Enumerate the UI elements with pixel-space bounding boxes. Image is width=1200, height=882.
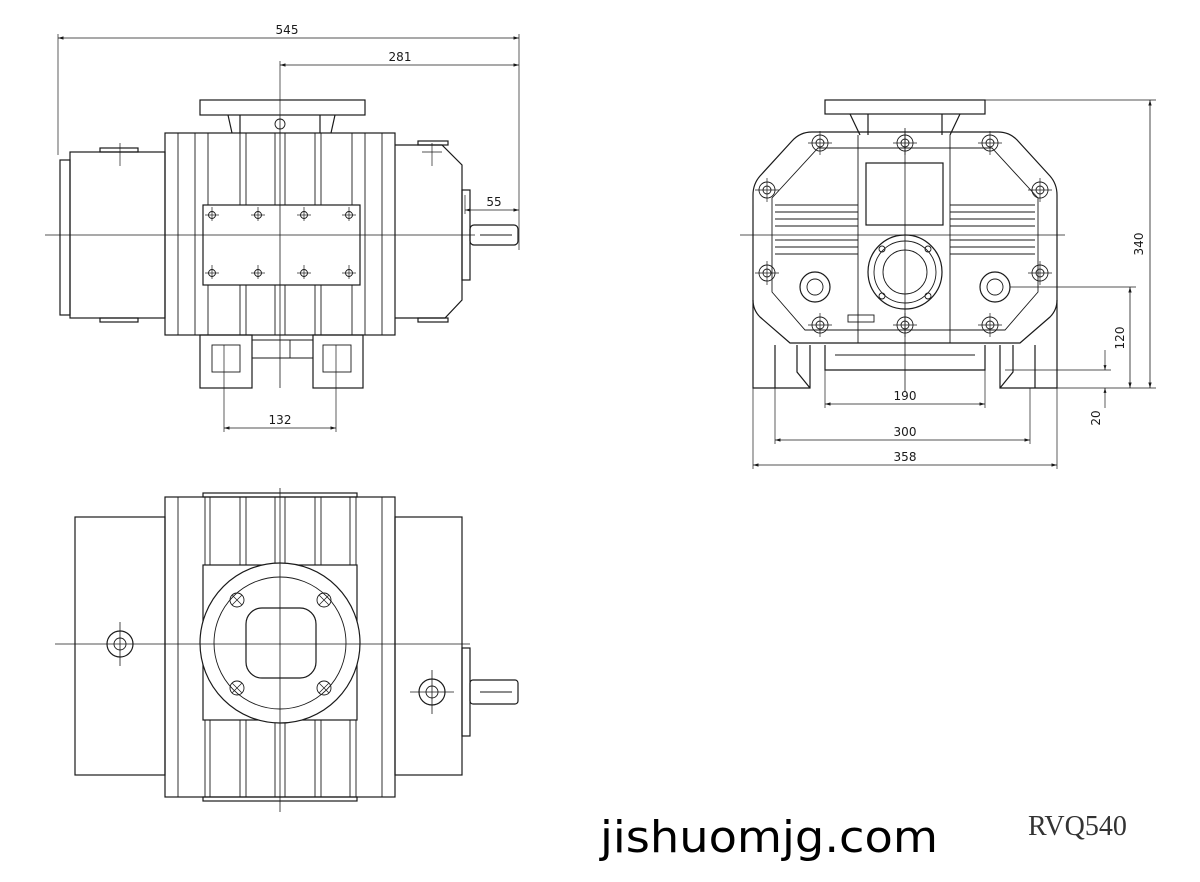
top-inlet-flange: [199, 99, 366, 116]
dimension-label: 340: [1132, 233, 1146, 256]
inlet-neck: [227, 114, 336, 134]
dimension-label: 120: [1113, 327, 1127, 350]
cover-bolt: [977, 312, 1003, 338]
dimension-label: 132: [269, 413, 292, 427]
end-inlet-neck: [849, 113, 961, 136]
cover-bolt: [977, 130, 1003, 156]
end-view: 340 120 20 190 300: [740, 99, 1156, 469]
dimension-label: 545: [276, 23, 299, 37]
end-feet: [752, 205, 1058, 389]
cover-bolt: [807, 130, 833, 156]
outlet-opening: [245, 607, 317, 679]
dimension-foot-inner-width: 190: [824, 370, 986, 408]
right-cover-bottom-tab: [417, 317, 449, 323]
end-right-foot: [999, 300, 1058, 389]
left-foot-inner: [211, 344, 241, 373]
cover-bolt: [754, 177, 780, 203]
dimension-label: 190: [894, 389, 917, 403]
right-foot-inner: [322, 344, 352, 373]
cover-bolt: [1027, 177, 1053, 203]
side-view: 545 281 55 132: [45, 23, 520, 432]
left-end-cover: [59, 143, 166, 323]
top-shaft-seal-flange: [461, 647, 471, 737]
top-view: [55, 488, 519, 812]
foot-bridge: [252, 339, 313, 359]
drain-tab: [847, 314, 875, 323]
dimension-label: 281: [389, 50, 412, 64]
bearing-right-inner: [986, 278, 1004, 296]
dimension-feet-spacing: 132: [223, 345, 337, 432]
top-right-plug: [410, 670, 454, 714]
right-foot: [312, 334, 364, 389]
top-drive-shaft: [469, 679, 519, 705]
side-feet: [199, 334, 364, 389]
dimension-label: 20: [1089, 410, 1103, 425]
left-cover-bottom-tab: [99, 317, 139, 323]
end-inlet-flange: [824, 99, 986, 115]
central-housing: [164, 99, 396, 336]
fin-lines-right: [950, 204, 1035, 255]
bearing-left-inner: [806, 278, 824, 296]
top-right-cover: [394, 516, 463, 776]
left-cover-top-tab: [99, 147, 139, 153]
cover-bolt: [807, 312, 833, 338]
cover-bolt: [1027, 260, 1053, 286]
bore-bolt: [924, 245, 932, 253]
dimension-overall-length: 545: [57, 23, 520, 250]
dimension-label: 55: [486, 195, 501, 209]
bearing-right-outer: [979, 271, 1011, 303]
dimension-flange-to-shaft: 281: [279, 50, 519, 118]
bearing-left-outer: [799, 271, 831, 303]
end-body-outer: [752, 131, 1058, 344]
dimension-shaft-center-height: 120: [1010, 286, 1136, 388]
left-foot: [199, 334, 253, 389]
cooling-fins: [775, 204, 1035, 255]
right-cover-body: [395, 144, 463, 319]
dimension-base-thickness: 20: [1005, 350, 1111, 426]
end-window: [865, 162, 944, 226]
bore-bolt: [878, 292, 886, 300]
model-label: RVQ540: [1028, 811, 1127, 842]
watermark: jishuomjg.com: [599, 812, 938, 863]
dimension-label: 300: [894, 425, 917, 439]
cover-bolt: [754, 260, 780, 286]
fin-lines-left: [775, 204, 858, 255]
dimension-label: 358: [894, 450, 917, 464]
end-body-inner: [771, 147, 1039, 331]
left-cover-plate: [59, 159, 71, 316]
bore-bolt: [924, 292, 932, 300]
cover-plate: [202, 204, 361, 286]
right-end-cover: [395, 140, 519, 323]
bore-bolt: [878, 245, 886, 253]
dimension-shaft-length: 55: [464, 195, 519, 214]
end-left-foot: [752, 300, 811, 389]
dimension-foot-outer-width: 358: [752, 388, 1058, 469]
dimension-foot-bolt-spacing: 300: [774, 388, 1031, 444]
right-cover-top-tab: [417, 140, 449, 146]
